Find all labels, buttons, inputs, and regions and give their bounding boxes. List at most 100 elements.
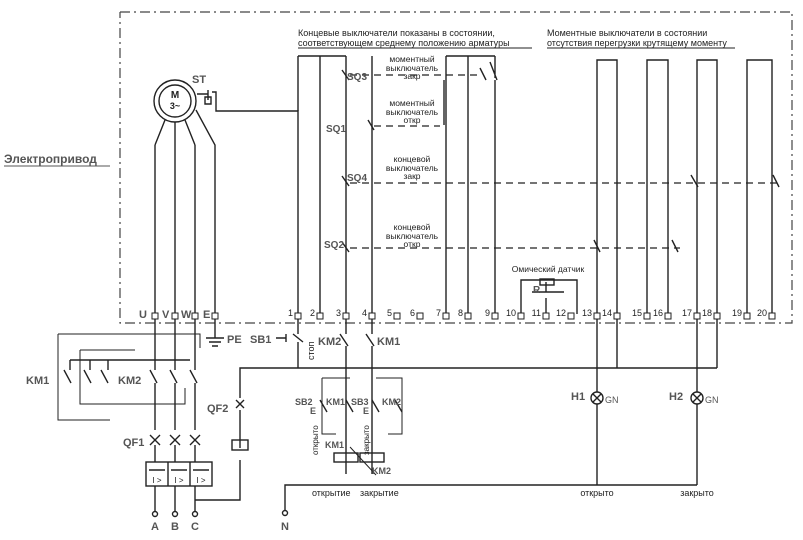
terminal-box-15 <box>643 312 651 320</box>
close-vertical-label: закрыто <box>362 425 371 455</box>
h1-label: H1 <box>571 391 585 403</box>
qf2-relay <box>231 439 249 451</box>
h1-lamp <box>590 391 604 405</box>
terminal-box-6 <box>416 312 424 320</box>
sq3-desc-1: моментный <box>389 54 435 64</box>
hold-wiring <box>321 377 403 435</box>
sq3-desc-3: закр <box>403 71 420 81</box>
sq2-label: SQ2 <box>324 240 344 251</box>
phase-c-label: C <box>191 521 199 533</box>
terminal-number-20: 20 <box>757 308 767 318</box>
sq1-switch <box>367 119 440 131</box>
sq4-desc-1: концевой <box>394 154 431 164</box>
km-wiring <box>69 348 196 430</box>
sq3-label: SQ3 <box>347 72 367 83</box>
terminal-number-15: 15 <box>632 308 642 318</box>
sq4-desc-2: выключатель <box>386 163 439 173</box>
supply-wires <box>154 486 196 512</box>
terminal-e-label: E <box>203 309 210 321</box>
terminal-box-3 <box>342 312 350 320</box>
qf1-relay-b: I > <box>174 476 183 485</box>
lamp-wiring <box>596 319 698 485</box>
loop-15-16 <box>646 59 669 314</box>
sq2-desc-1: концевой <box>394 222 431 232</box>
sq3-switch <box>341 67 487 81</box>
terminal-box-17 <box>693 312 701 320</box>
qf1-contacts <box>149 434 201 446</box>
km2-interlock-label: KM2 <box>318 336 341 348</box>
terminal-number-3: 3 <box>336 308 341 318</box>
terminal-box-2 <box>316 312 324 320</box>
terminal-box-7 <box>442 312 450 320</box>
terminal-number-14: 14 <box>602 308 612 318</box>
qf2-label: QF2 <box>207 403 228 415</box>
sq2-switch <box>341 239 680 253</box>
motor-label-phase: 3~ <box>170 101 180 111</box>
bus-7-9-lower <box>443 80 496 314</box>
open-vertical-label: открыто <box>311 425 320 455</box>
st-thermal-switch <box>197 90 212 105</box>
st-label: ST <box>192 74 206 86</box>
km2-power-label: KM2 <box>118 375 141 387</box>
actuator-enclosure <box>119 11 793 324</box>
loop-17-18 <box>696 59 718 314</box>
sq4-label: SQ4 <box>347 173 367 184</box>
terminal-box-14 <box>613 312 621 320</box>
qf1-wiring <box>154 445 196 462</box>
torque-note-line2: отсутствия перегрузки крутящему моменту <box>547 38 727 48</box>
sq1-label: SQ1 <box>326 124 346 135</box>
km2-coil <box>359 452 385 463</box>
interlock-contacts <box>339 319 375 474</box>
terminal-number-4: 4 <box>362 308 367 318</box>
qf1-relay-a: I > <box>152 476 161 485</box>
qf1-relay-block <box>145 461 213 487</box>
control-bus <box>298 319 718 369</box>
phase-b-label: B <box>171 521 179 533</box>
bottom-open: открыто <box>580 488 613 498</box>
bus-7-8-9 <box>445 55 498 314</box>
pe-ground <box>206 319 224 347</box>
terminal-number-18: 18 <box>702 308 712 318</box>
terminal-number-11: 11 <box>532 308 541 318</box>
sb2-label: SB2 <box>295 397 313 407</box>
sb1-stop-button <box>276 319 304 368</box>
h2-gn-label: GN <box>705 395 719 405</box>
terminal-c <box>191 510 199 518</box>
km-mech-box <box>57 333 201 421</box>
terminal-b <box>171 510 179 518</box>
km1-hold-label: KM1 <box>326 397 345 407</box>
terminal-number-1: 1 <box>288 308 293 318</box>
terminal-boxes-power <box>151 312 219 320</box>
terminal-box-11 <box>542 312 550 320</box>
sq4-desc-3: закр <box>403 171 420 181</box>
terminal-box-20 <box>768 312 776 320</box>
terminal-box-1 <box>294 312 302 320</box>
sq1-desc-1: моментный <box>389 98 435 108</box>
h1-gn-label: GN <box>605 395 619 405</box>
pe-label: PE <box>227 334 242 346</box>
terminal-number-9: 9 <box>485 308 490 318</box>
limit-note-line2: соответствующем среднему положению армат… <box>298 38 510 48</box>
sq2-desc-2: выключатель <box>386 231 439 241</box>
terminal-box-19 <box>743 312 751 320</box>
km1-power-label: KM1 <box>26 375 49 387</box>
control-feed <box>195 367 298 501</box>
h2-lamp <box>690 391 704 405</box>
sensor-resistor <box>539 278 555 286</box>
h1-lamp-cross <box>592 393 602 403</box>
terminal-number-2: 2 <box>310 308 315 318</box>
terminal-n <box>281 509 289 517</box>
sq2-desc-3: откр <box>404 239 421 249</box>
terminal-number-19: 19 <box>732 308 742 318</box>
qf1-label: QF1 <box>123 437 144 449</box>
sensor-label: Омический датчик <box>512 264 585 274</box>
title-text: Электропривод <box>4 152 97 166</box>
bottom-close-cmd: закрытие <box>360 488 399 498</box>
sb2-e-label: E <box>310 406 316 416</box>
terminal-number-12: 12 <box>556 308 566 318</box>
terminal-box-16 <box>664 312 672 320</box>
switch-descriptions: моментный выключатель закр моментный вык… <box>386 54 439 249</box>
sensor-wiring <box>520 279 578 314</box>
